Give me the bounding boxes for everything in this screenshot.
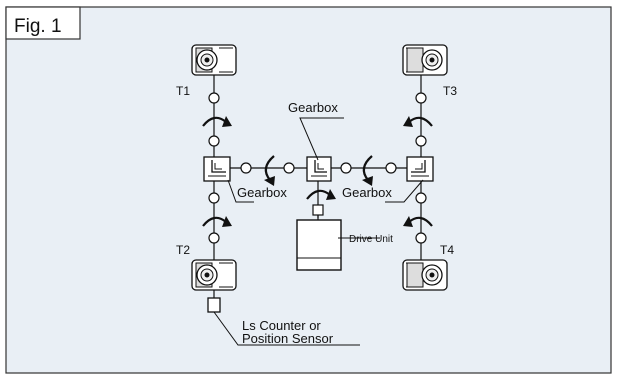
couplings [208, 92, 427, 244]
bevel-gearbox-icon [406, 156, 434, 182]
t4-label: T4 [440, 243, 454, 257]
rotation-arrow-icon [202, 116, 232, 127]
gearbox-center [306, 156, 332, 182]
jack-t2 [191, 259, 237, 291]
sensor-label-line2: Position Sensor [242, 331, 334, 346]
gearbox-left [203, 156, 231, 182]
drive-unit [296, 204, 342, 271]
shaft-coupling-icon [415, 92, 427, 104]
leader-lines [213, 117, 424, 346]
position-sensor [207, 297, 221, 313]
figure-label-box [5, 6, 81, 40]
worm-gear-screw-jack-icon [191, 259, 237, 291]
diagram-panel [5, 6, 612, 374]
worm-gear-screw-jack-icon [402, 44, 448, 76]
rotation-arrow-icon [264, 155, 275, 186]
gearbox-right-label: Gearbox [342, 185, 392, 200]
shaft-coupling-icon [283, 162, 295, 174]
shaft-coupling-icon [208, 192, 220, 204]
bevel-gearbox-icon [203, 156, 231, 182]
sensor-label-line1: Ls Counter or [242, 318, 321, 333]
rotation-arrows [202, 116, 433, 227]
t2-label: T2 [176, 243, 190, 257]
t3-label: T3 [443, 84, 457, 98]
figure-label: Fig. 1 [14, 16, 62, 37]
rotation-arrow-icon [362, 155, 373, 186]
rotation-arrow-icon [306, 189, 336, 200]
shaft-coupling-icon [340, 162, 352, 174]
jack-t3 [402, 44, 448, 76]
shaft-coupling-icon [415, 192, 427, 204]
t1-label: T1 [176, 84, 190, 98]
shaft-coupling-icon [415, 135, 427, 147]
gearbox-right [406, 156, 434, 182]
bevel-gearbox-icon [306, 156, 332, 182]
shaft-coupling-icon [208, 92, 220, 104]
worm-gear-screw-jack-icon [402, 259, 448, 291]
gearbox-top-label: Gearbox [288, 100, 338, 115]
drive-unit-label: Drive Unit [349, 234, 393, 245]
worm-gear-screw-jack-icon [191, 44, 237, 76]
gearbox-left-label: Gearbox [237, 185, 287, 200]
shaft-coupling-icon [208, 135, 220, 147]
shaft-coupling-icon [240, 162, 252, 174]
rotation-arrow-icon [403, 216, 433, 227]
rotation-arrow-icon [403, 116, 433, 127]
shaft-coupling-icon [385, 162, 397, 174]
jack-t4 [402, 259, 448, 291]
jack-t1 [191, 44, 237, 76]
shaft-coupling-icon [208, 232, 220, 244]
rotation-arrow-icon [202, 216, 232, 227]
shaft-coupling-icon [415, 232, 427, 244]
